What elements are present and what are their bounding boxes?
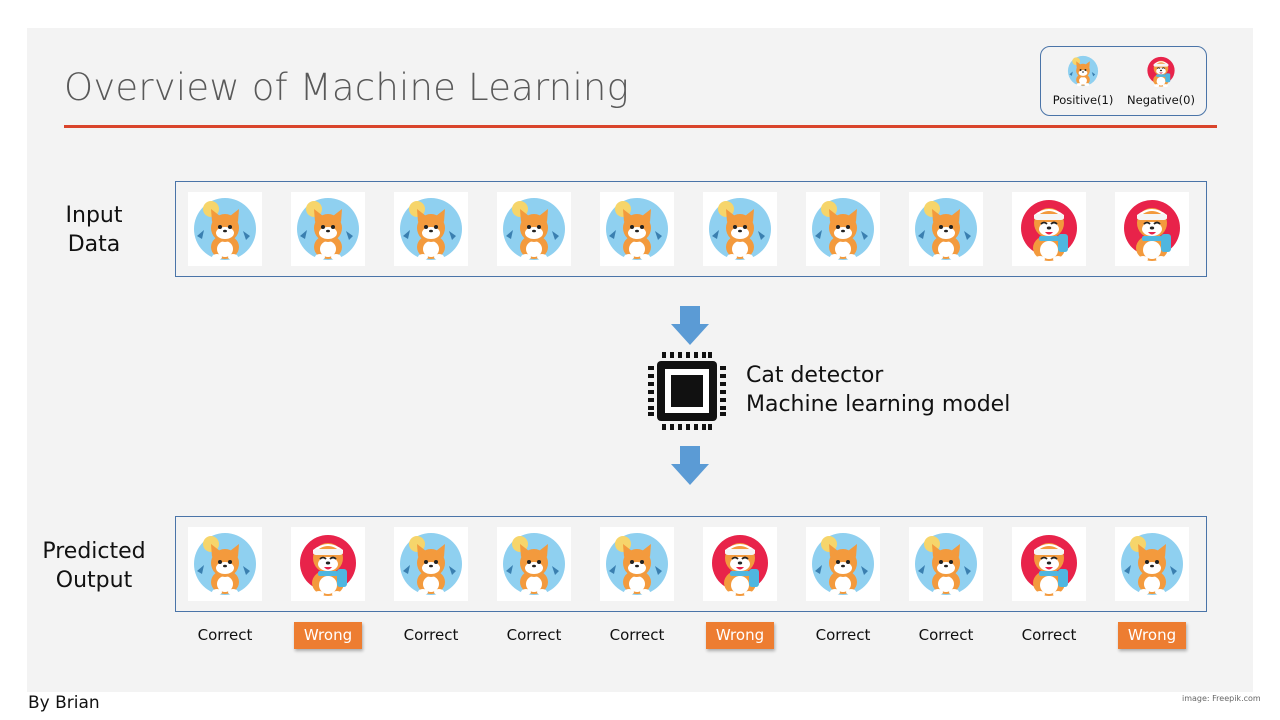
- legend-positive-label: Positive(1): [1052, 93, 1114, 107]
- page-title: Overview of Machine Learning: [64, 66, 629, 109]
- image-credit: image: Freepik.com: [1182, 694, 1261, 703]
- dog-icon: [703, 527, 777, 601]
- result-wrong-badge: Wrong: [706, 622, 774, 649]
- result-wrong-badge: Wrong: [294, 622, 362, 649]
- result-correct-label: Correct: [815, 626, 871, 644]
- dog-icon: [1115, 192, 1189, 266]
- input-label-line1: Input: [65, 203, 123, 228]
- dog-icon: [1012, 192, 1086, 266]
- cat-icon: [394, 192, 468, 266]
- legend-negative-label: Negative(0): [1127, 93, 1195, 107]
- legend-negative: Negative(0): [1121, 53, 1201, 107]
- input-label-line2: Data: [67, 232, 121, 257]
- legend-positive: Positive(1): [1043, 53, 1123, 107]
- predicted-output-box: [175, 516, 1207, 612]
- cat-icon: [806, 192, 880, 266]
- cat-icon: [188, 527, 262, 601]
- result-correct-label: Correct: [506, 626, 562, 644]
- cat-icon: [497, 527, 571, 601]
- model-description: Cat detector Machine learning model: [746, 361, 1010, 419]
- cat-icon: [1115, 527, 1189, 601]
- model-name: Cat detector: [746, 363, 884, 388]
- processor-chip-icon: [646, 350, 728, 436]
- dog-icon: [291, 527, 365, 601]
- result-correct-label: Correct: [403, 626, 459, 644]
- dog-icon: [1012, 527, 1086, 601]
- cat-icon: [909, 192, 983, 266]
- legend: Positive(1) Negative(0): [1040, 46, 1207, 116]
- cat-icon: [600, 527, 674, 601]
- output-label-line1: Predicted: [42, 539, 146, 564]
- result-correct-label: Correct: [609, 626, 665, 644]
- input-data-label: Input Data: [40, 201, 148, 259]
- result-correct-label: Correct: [197, 626, 253, 644]
- cat-icon: [703, 192, 777, 266]
- down-arrow-icon: [671, 306, 709, 345]
- cat-icon: [1065, 53, 1101, 89]
- author-credit: By Brian: [28, 693, 100, 713]
- cat-icon: [188, 192, 262, 266]
- cat-icon: [600, 192, 674, 266]
- cat-icon: [806, 527, 880, 601]
- predicted-output-label: Predicted Output: [30, 537, 158, 595]
- input-data-box: [175, 181, 1207, 277]
- down-arrow-icon: [671, 446, 709, 485]
- cat-icon: [497, 192, 571, 266]
- output-label-line2: Output: [55, 568, 133, 593]
- cat-icon: [909, 527, 983, 601]
- result-wrong-badge: Wrong: [1118, 622, 1186, 649]
- cat-icon: [394, 527, 468, 601]
- result-correct-label: Correct: [1021, 626, 1077, 644]
- cat-icon: [291, 192, 365, 266]
- result-correct-label: Correct: [918, 626, 974, 644]
- dog-icon: [1143, 53, 1179, 89]
- title-divider: [64, 125, 1217, 128]
- model-type: Machine learning model: [746, 392, 1011, 417]
